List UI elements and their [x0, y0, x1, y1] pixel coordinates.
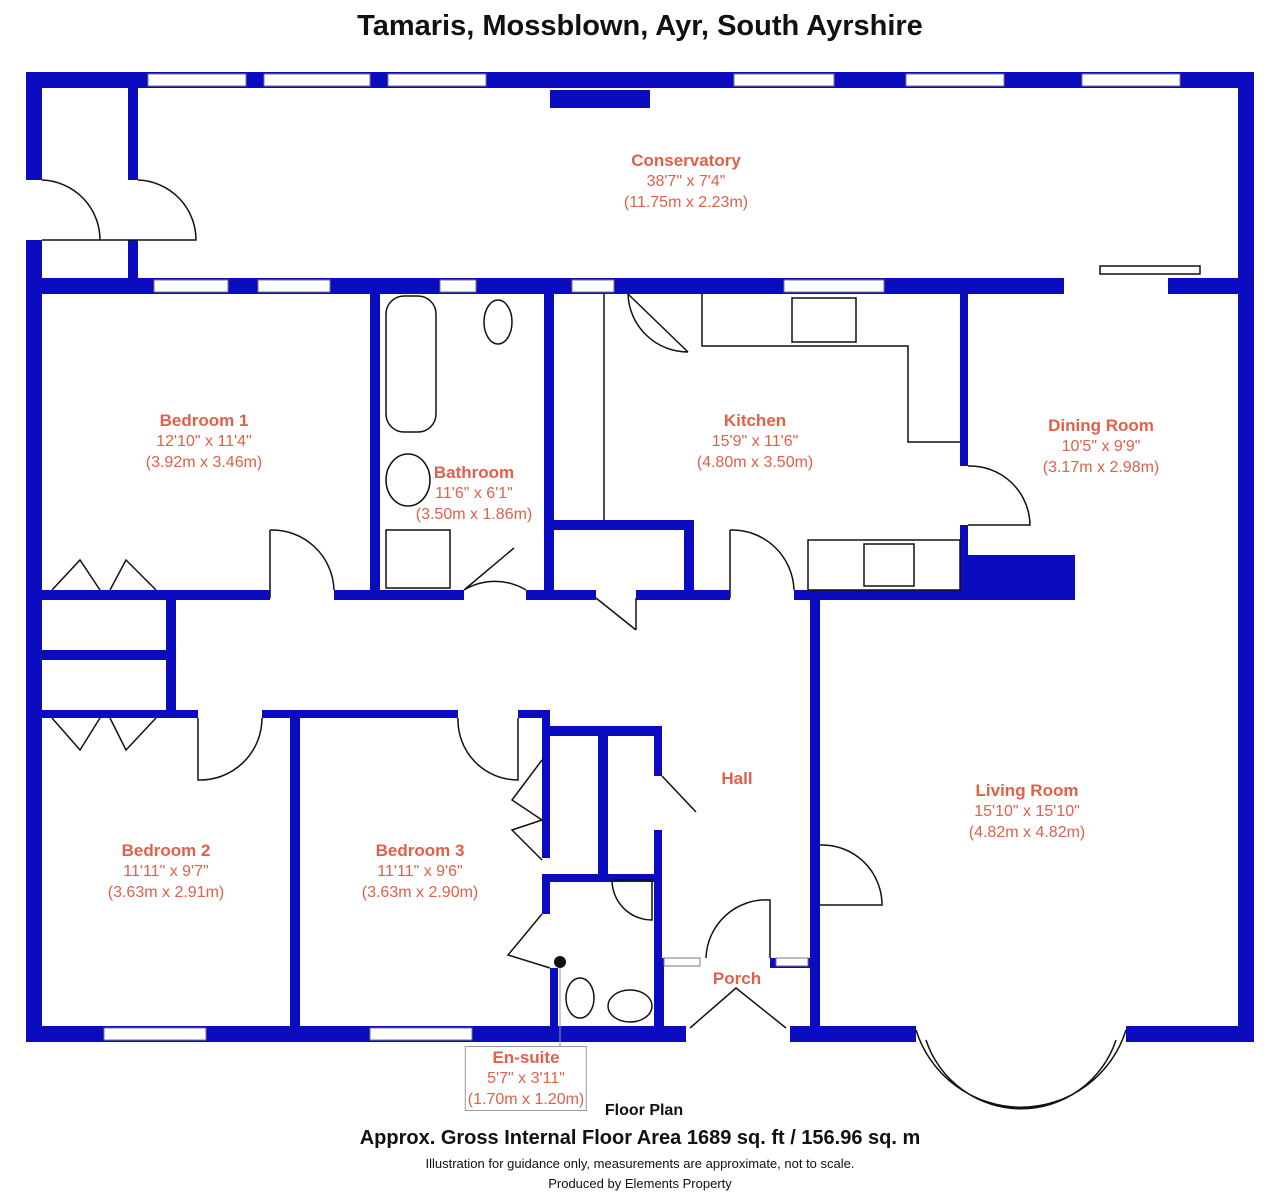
- floor-plan-label: Floor Plan: [604, 1102, 684, 1119]
- room-label-hall: Hall: [721, 769, 753, 788]
- producer-credit: Produced by Elements Property: [548, 1176, 732, 1191]
- doors: [41, 179, 1201, 1110]
- windows: [103, 73, 1181, 1041]
- room-label-porch: Porch: [712, 969, 762, 988]
- disclaimer: Illustration for guidance only, measurem…: [425, 1156, 855, 1171]
- plan-title: Tamaris, Mossblown, Ayr, South Ayrshire: [357, 10, 923, 42]
- stopcock-marker: [554, 956, 566, 968]
- floor-area: Approx. Gross Internal Floor Area 1689 s…: [359, 1127, 921, 1149]
